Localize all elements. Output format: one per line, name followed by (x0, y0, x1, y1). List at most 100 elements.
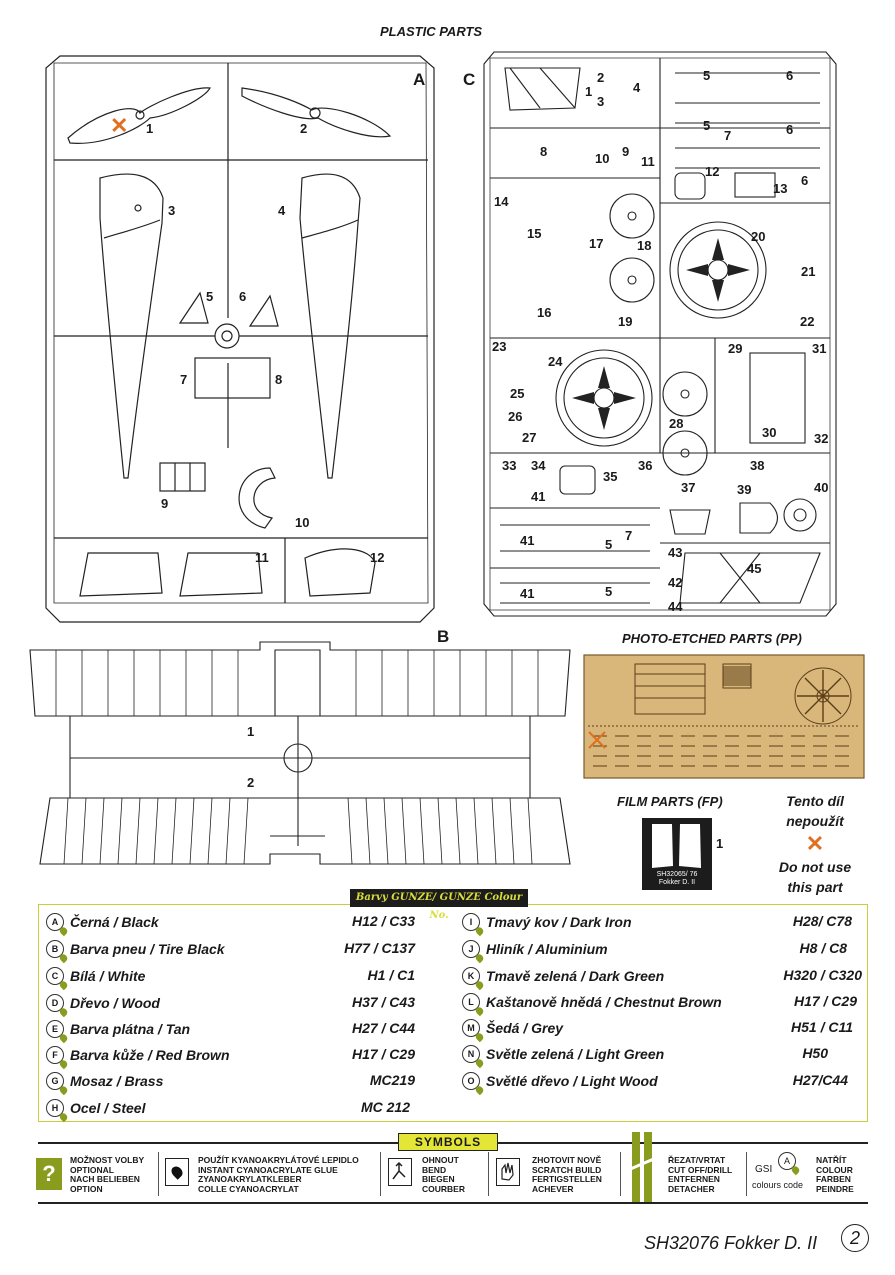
part-a12: 12 (370, 550, 385, 565)
colour-code: MC219 (369, 1072, 415, 1088)
colour-row-d: D Dřevo / Wood (46, 991, 160, 1015)
colour-name: Barva plátna / Tan (70, 1021, 191, 1037)
part-c29: 29 (728, 341, 743, 356)
sprue-b (29, 641, 571, 865)
paint-drop-icon: O (462, 1072, 480, 1090)
note-en-line2: this part (787, 879, 843, 895)
part-c4: 4 (633, 80, 641, 95)
sprue-b-letter: B (437, 627, 450, 646)
colour-name: Dřevo / Wood (70, 995, 160, 1011)
do-not-use-note: Tento díl nepoužít ✕ Do not use this par… (760, 791, 870, 897)
part-c21: 21 (801, 264, 816, 279)
part-c1: 1 (585, 84, 593, 99)
colour-code: H51 / C11 (791, 1019, 853, 1035)
paint-drop-icon: G (46, 1072, 64, 1090)
part-c3: 3 (597, 94, 605, 109)
plastic-parts-header: PLASTIC PARTS (380, 24, 483, 39)
part-c6-low: 6 (801, 173, 809, 188)
gsi-sublabel: colours code (752, 1180, 804, 1190)
paint-drop-icon: J (462, 940, 480, 958)
colour-code: H50 (802, 1045, 828, 1061)
part-c41-a: 41 (531, 489, 546, 504)
colour-name: Šedá / Grey (486, 1020, 564, 1036)
part-a7: 7 (180, 372, 188, 387)
colour-name: Světlé dřevo / Light Wood (486, 1073, 658, 1089)
bend-icon (388, 1158, 412, 1186)
cut-off-icon (627, 1130, 657, 1204)
paint-drop-icon: I (462, 913, 480, 931)
paint-drop-icon: L (462, 993, 480, 1011)
part-c9: 9 (622, 144, 630, 159)
symbol-divider (158, 1152, 159, 1196)
colour-code: H28/ C78 (792, 913, 852, 929)
part-b2: 2 (247, 775, 255, 790)
symbol-optional-text: MOŽNOST VOLBY OPTIONAL NACH BELIEBEN OPT… (70, 1155, 145, 1194)
paint-drop-icon: M (462, 1019, 480, 1037)
photo-etched-header: PHOTO-ETCHED PARTS (PP) (622, 631, 802, 646)
part-c2: 2 (597, 70, 605, 85)
colour-name: Tmavý kov / Dark Iron (486, 914, 632, 930)
part-c28: 28 (669, 416, 684, 431)
colour-name: Mosaz / Brass (70, 1073, 164, 1089)
part-c16: 16 (537, 305, 552, 320)
part-a3: 3 (168, 203, 176, 218)
colour-code: H27/C44 (792, 1072, 848, 1088)
paint-drop-icon: A (778, 1152, 796, 1170)
colour-code: H8 / C8 (799, 940, 847, 956)
film-label: SH32065/ 76 Fokker D. II (644, 871, 710, 887)
part-c41-c: 41 (520, 586, 535, 601)
part-c41-b: 41 (520, 533, 535, 548)
colour-name: Světle zelená / Light Green (486, 1046, 665, 1062)
part-a2: 2 (300, 121, 308, 136)
part-c24: 24 (548, 354, 563, 369)
colour-name: Barva kůže / Red Brown (70, 1047, 230, 1063)
colour-code: H1 / C1 (367, 967, 415, 983)
part-c34: 34 (531, 458, 546, 473)
colour-row-e: E Barva plátna / Tan (46, 1017, 190, 1041)
symbol-paint-text: NATŘÍT COLOUR FARBEN PEINDRE (816, 1155, 854, 1194)
film-part-sheet (642, 818, 712, 890)
colour-code: H17 / C29 (793, 993, 857, 1009)
colour-table-banner: Barvy GUNZE/ GUNZE Colour No. (350, 889, 528, 921)
part-a8: 8 (275, 372, 283, 387)
colour-name: Kaštanově hnědá / Chestnut Brown (486, 994, 722, 1010)
paint-drop-icon: K (462, 967, 480, 985)
part-c5-bottom: 5 (605, 584, 613, 599)
part-c30: 30 (762, 425, 777, 440)
symbol-divider (620, 1152, 621, 1196)
colour-code: H17 / C29 (351, 1046, 415, 1062)
paint-drop-icon: B (46, 940, 64, 958)
part-c45: 45 (747, 561, 762, 576)
colour-row-l: L Kaštanově hnědá / Chestnut Brown (462, 990, 722, 1014)
part-c39: 39 (737, 482, 752, 497)
symbol-cut-text: ŘEZAT/VRTAT CUT OFF/DRILL ENTFERNEN DETA… (668, 1155, 733, 1194)
part-a11: 11 (255, 550, 269, 565)
part-c43: 43 (668, 545, 683, 560)
colour-row-i: I Tmavý kov / Dark Iron (462, 910, 632, 934)
part-c18: 18 (637, 238, 652, 253)
part-c44: 44 (668, 599, 683, 614)
symbols-banner: SYMBOLS (398, 1133, 498, 1151)
part-c22: 22 (800, 314, 815, 329)
gsi-label: GSI (755, 1164, 773, 1175)
part-c17: 17 (589, 236, 604, 251)
paint-drop-icon: E (46, 1020, 64, 1038)
footer-title: SH32076 Fokker D. II (644, 1233, 818, 1253)
paint-drop-icon: D (46, 994, 64, 1012)
colour-row-o: O Světlé dřevo / Light Wood (462, 1069, 658, 1093)
colour-name: Bílá / White (70, 968, 146, 984)
paint-drop-icon: N (462, 1045, 480, 1063)
colour-code: H77 / C137 (344, 940, 415, 956)
colour-row-n: N Světle zelená / Light Green (462, 1042, 664, 1066)
film-label-line1: SH32065/ 76 (656, 871, 698, 878)
optional-icon: ? (36, 1158, 62, 1190)
part-a9: 9 (161, 496, 169, 511)
paint-drop-icon: F (46, 1046, 64, 1064)
symbol-glue-text: POUŽÍT KYANOAKRYLÁTOVÉ LEPIDLO INSTANT C… (198, 1155, 359, 1194)
part-c42: 42 (668, 575, 683, 590)
paint-drop-icon: A (46, 913, 64, 931)
